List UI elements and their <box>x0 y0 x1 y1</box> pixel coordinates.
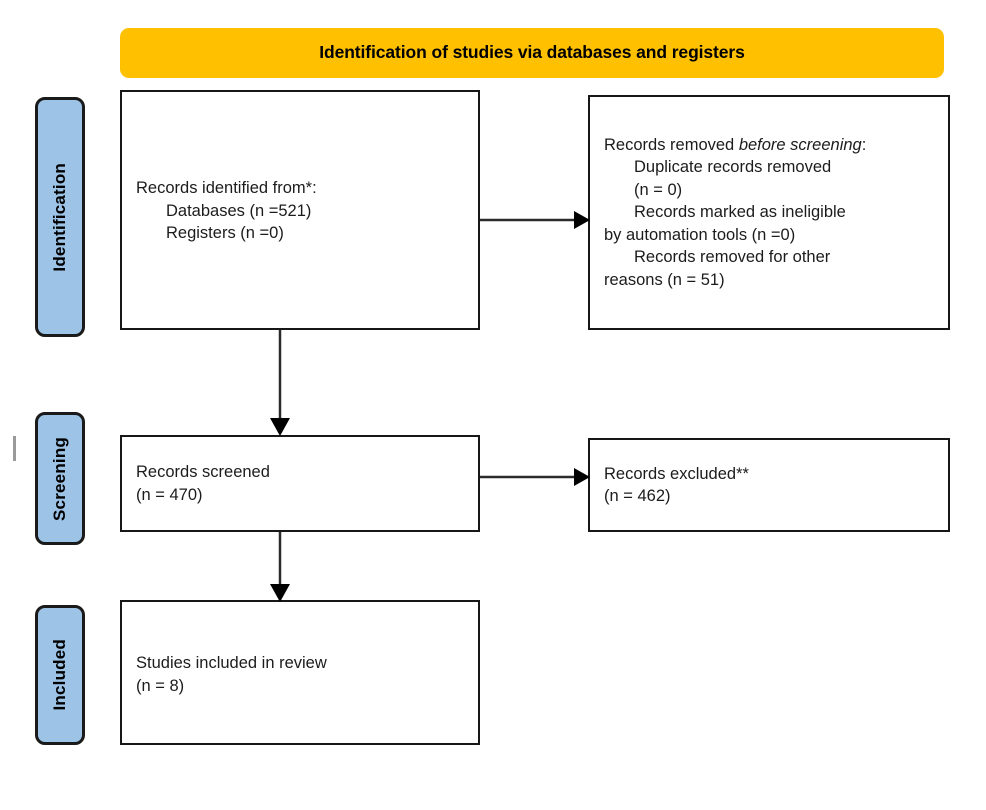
stage-label-screening-text: Screening <box>50 436 69 521</box>
records-removed-ineligible-cont: by automation tools (n =0) <box>604 225 796 244</box>
records-removed-ineligible: Records marked as ineligible <box>634 203 846 222</box>
records-removed-other-cont: reasons (n = 51) <box>604 270 725 289</box>
stage-label-included: Included <box>35 605 85 745</box>
box-studies-included-body: Studies included in review (n = 8) <box>122 652 478 697</box>
box-records-identified: Records identified from*: Databases (n =… <box>120 90 480 330</box>
records-removed-duplicates-count: (n = 0) <box>634 180 683 199</box>
records-screened-count: (n = 470) <box>136 485 203 504</box>
arrow-screened-to-excluded-icon <box>480 463 590 491</box>
diagram-title: Identification of studies via databases … <box>319 42 745 63</box>
box-records-excluded-body: Records excluded** (n = 462) <box>590 463 948 508</box>
records-identified-heading: Records identified from*: <box>136 179 317 198</box>
box-records-identified-body: Records identified from*: Databases (n =… <box>122 175 478 244</box>
records-removed-other: Records removed for other <box>634 248 831 267</box>
stage-label-identification: Identification <box>35 97 85 337</box>
diagram-title-banner: Identification of studies via databases … <box>120 28 944 78</box>
records-excluded-label: Records excluded** <box>604 464 749 483</box>
records-removed-heading: Records removed before screening: <box>604 134 934 156</box>
records-removed-duplicates: Duplicate records removed <box>634 158 832 177</box>
studies-included-label: Studies included in review <box>136 654 327 673</box>
box-records-screened: Records screened (n = 470) <box>120 435 480 532</box>
arrow-identified-to-screened-icon <box>266 330 294 436</box>
box-records-excluded: Records excluded** (n = 462) <box>588 438 950 532</box>
records-identified-databases: Databases (n =521) <box>166 201 312 220</box>
stage-label-included-text: Included <box>50 639 69 711</box>
stage-label-identification-text: Identification <box>50 162 69 272</box>
records-identified-registers: Registers (n =0) <box>166 224 284 243</box>
box-records-screened-body: Records screened (n = 470) <box>122 461 478 506</box>
records-removed-heading-prefix: Records removed <box>604 135 739 154</box>
records-excluded-count: (n = 462) <box>604 487 671 505</box>
box-records-removed: Records removed before screening: Duplic… <box>588 95 950 330</box>
records-removed-heading-suffix: : <box>861 135 867 154</box>
arrow-identified-to-removed-icon <box>480 206 590 234</box>
stray-tick-mark <box>13 436 16 461</box>
box-records-removed-body: Records removed before screening: Duplic… <box>590 134 948 291</box>
stage-label-screening: Screening <box>35 412 85 545</box>
records-removed-heading-emphasis: before screening <box>738 135 862 154</box>
studies-included-count: (n = 8) <box>136 676 185 695</box>
arrow-screened-to-included-icon <box>266 532 294 602</box>
box-studies-included: Studies included in review (n = 8) <box>120 600 480 745</box>
records-screened-label: Records screened <box>136 463 270 482</box>
